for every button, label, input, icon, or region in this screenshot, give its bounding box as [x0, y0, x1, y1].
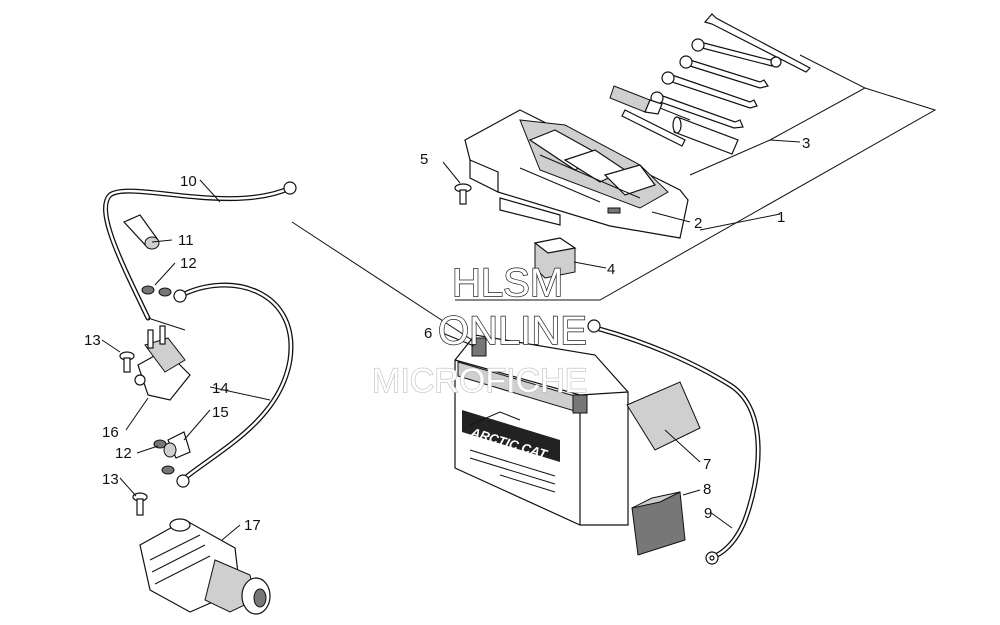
- watermark-line1: HLSM: [452, 261, 563, 305]
- watermark-line3: MICROFICHE: [372, 362, 587, 400]
- starter-motor: [139, 518, 271, 615]
- callout-12a: 12: [180, 255, 197, 272]
- callout-10: 10: [180, 173, 197, 190]
- tool-tray: [464, 109, 689, 239]
- screw-icon: [454, 183, 472, 205]
- callout-12b: 12: [115, 445, 132, 462]
- tool-kit: [609, 13, 811, 155]
- cable-10: [103, 181, 473, 341]
- cable-14: [173, 282, 294, 488]
- bolt-icon: [132, 492, 148, 516]
- wrench-icon: [661, 71, 758, 109]
- screwdriver-icon: [609, 85, 691, 121]
- leader-lines: [101, 161, 733, 541]
- battery: ARCTIC CAT: [454, 334, 629, 526]
- callout-1: 1: [777, 209, 785, 226]
- bolt-icon: [119, 351, 135, 373]
- watermark-line2: ONLINE: [438, 309, 587, 353]
- callout-4: 4: [607, 261, 615, 278]
- nut-icon: [141, 285, 175, 475]
- callout-16: 16: [102, 424, 119, 441]
- wrench-icon: [691, 38, 782, 68]
- battery-label-sticker: [626, 381, 701, 451]
- callout-17: 17: [244, 517, 261, 534]
- battery-cable: [587, 319, 761, 565]
- callout-11: 11: [178, 232, 194, 249]
- watermark: HLSM ONLINE MICROFICHE: [371, 260, 588, 400]
- callout-14: 14: [212, 380, 229, 397]
- foam-pad: [533, 237, 577, 279]
- callout-5: 5: [420, 151, 428, 168]
- starter-solenoid: [134, 317, 191, 401]
- callout-15: 15: [212, 404, 229, 421]
- wrench-icon: [679, 55, 769, 89]
- callout-8: 8: [703, 481, 711, 498]
- socket-icon: [672, 116, 739, 155]
- callout-3: 3: [802, 135, 810, 152]
- callout-7: 7: [703, 456, 711, 473]
- callout-6: 6: [424, 325, 432, 342]
- callout-labels: 1 2 3 4 5 6 7 8 9 10 11 12 13 14 15 16 1…: [84, 135, 810, 534]
- terminal-boot: [163, 431, 191, 459]
- callout-13b: 13: [102, 471, 119, 488]
- callout-13a: 13: [84, 332, 101, 349]
- wrench-icon: [650, 91, 744, 129]
- callout-9: 9: [704, 505, 712, 522]
- group-bracket-1: [455, 54, 937, 301]
- terminal-boot: [122, 214, 160, 250]
- battery-pad: [631, 491, 686, 556]
- callout-2: 2: [694, 215, 702, 232]
